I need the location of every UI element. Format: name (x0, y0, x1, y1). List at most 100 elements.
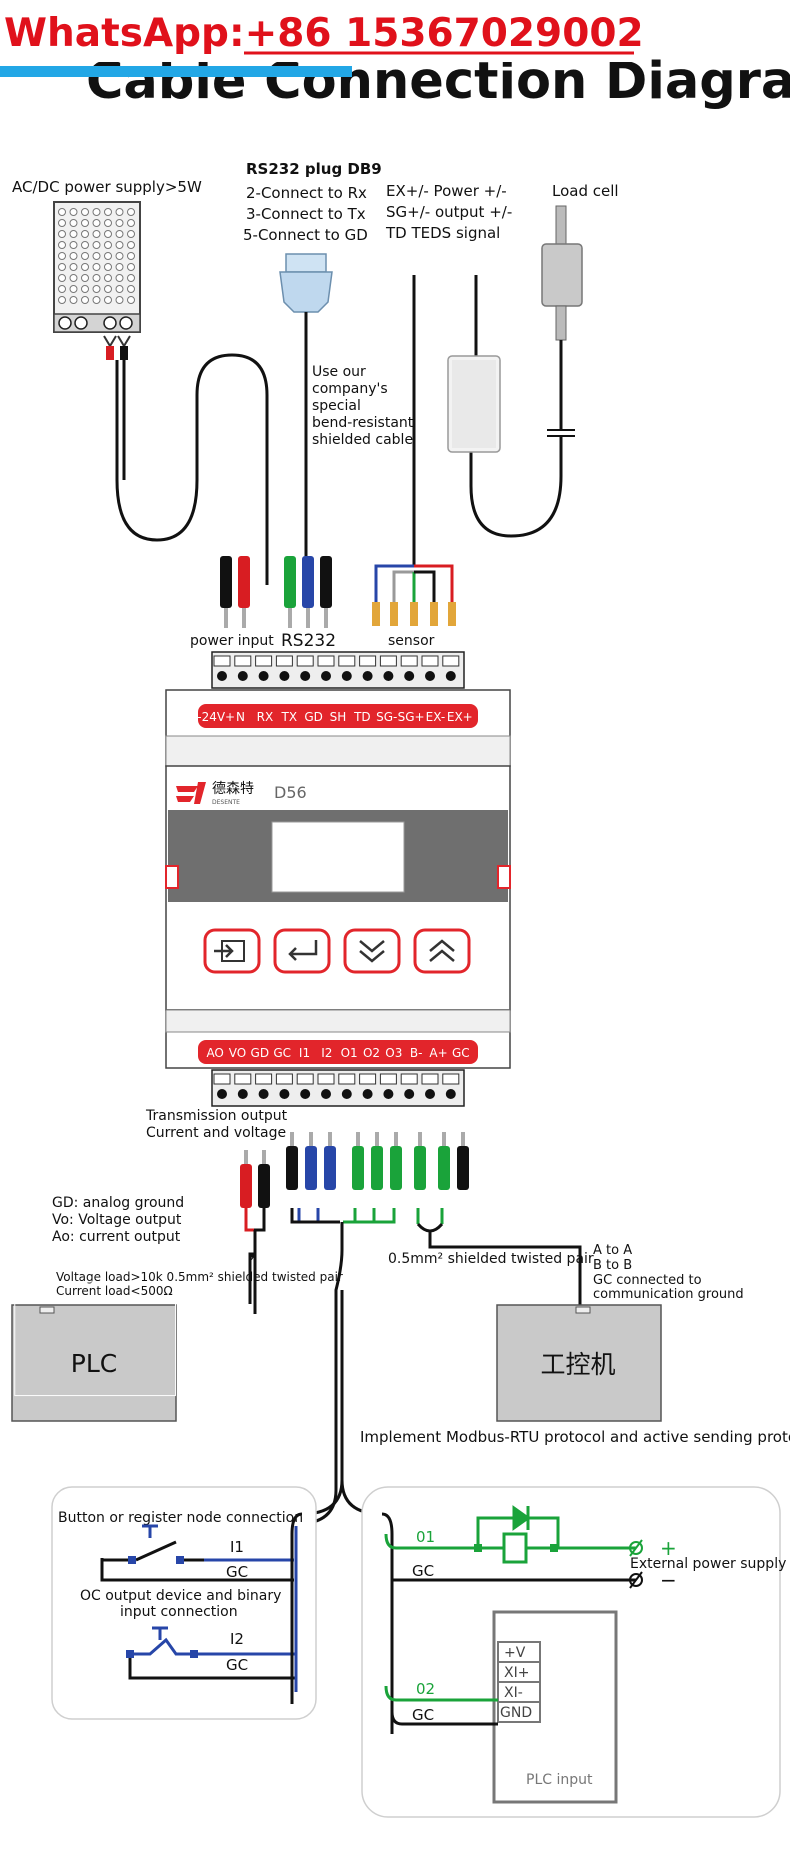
vent-hole (81, 296, 89, 304)
terminal-label: I2 (321, 1046, 332, 1060)
vent-hole (127, 263, 135, 271)
comm-note-b: B to B (593, 1258, 632, 1273)
vent-hole (104, 252, 112, 260)
banana-plug (457, 1146, 469, 1190)
vent-hole (69, 252, 78, 260)
cable-note-line5: shielded cable (312, 432, 413, 448)
vent-hole (92, 208, 101, 216)
terminal-screw (321, 671, 331, 681)
gc-plc-label: GC (412, 1706, 434, 1724)
gc2-label: GC (226, 1656, 248, 1674)
plc-pin-gnd: GND (500, 1705, 532, 1721)
terminal-screw (341, 671, 352, 681)
terminal-screw (341, 1089, 352, 1099)
banana-plug (352, 1146, 364, 1190)
terminal-label: EX- (426, 710, 446, 724)
terminal-slot (442, 655, 460, 667)
brand-logo-icon (176, 782, 206, 804)
digital-input-box (51, 1486, 317, 1720)
banana-plug (324, 1146, 336, 1190)
vent-hole (81, 285, 89, 293)
terminal-label: SH (330, 710, 347, 724)
plug-pin (290, 1132, 294, 1148)
terminal-screw (362, 671, 373, 681)
cable-note-line4: bend-resistant (312, 415, 414, 431)
sensor-signal-line2: SG+/- output +/- (386, 203, 512, 221)
terminal-slot (359, 655, 377, 667)
plus-label: + (660, 1536, 677, 1560)
terminal-slot (442, 1073, 460, 1085)
vent-hole (81, 241, 89, 249)
whatsapp-watermark: WhatsApp:+86 15367029002 (4, 11, 644, 56)
up-key-icon (413, 928, 471, 974)
terminal-label: GD (251, 1046, 270, 1060)
vent-hole (69, 219, 78, 227)
switch-icon (100, 1524, 294, 1582)
plc-analog-cable (249, 1230, 257, 1258)
vent-hole (115, 263, 124, 271)
comm-note-a: A to A (593, 1243, 632, 1258)
power-cable (115, 353, 269, 585)
left-clip (165, 865, 179, 889)
terminal-screw (237, 1089, 248, 1099)
return-key-icon (273, 928, 331, 974)
terminal-label: B- (410, 1046, 423, 1060)
gc-external-label: GC (412, 1562, 434, 1580)
left-bus-cable (290, 1512, 303, 1704)
transmission-line1: Transmission output (145, 1108, 288, 1124)
plc-box: PLC (11, 1281, 177, 1422)
vent-hole (58, 219, 66, 227)
banana-plugs-bottom (240, 1132, 469, 1208)
vent-hole (104, 285, 112, 293)
vent-hole (115, 208, 124, 216)
vent-hole (81, 208, 89, 216)
vent-hole (69, 263, 78, 271)
oc-label-line1: OC output device and binary (80, 1588, 281, 1604)
db9-plug-icon (279, 253, 333, 560)
terminal-screw (237, 671, 248, 681)
io-trunk-cable (301, 1290, 383, 1516)
terminal-label: VO (229, 1046, 246, 1060)
vent-hole (115, 296, 124, 304)
terminal-slot (379, 655, 397, 667)
banana-plug (286, 1146, 298, 1190)
vent-hole (127, 274, 135, 282)
vent-hole (127, 252, 135, 260)
vent-hole (58, 208, 66, 216)
terminal-screw (300, 1089, 311, 1099)
cable-note-line1: Use our (312, 364, 366, 380)
vent-hole (81, 230, 89, 238)
vent-hole (92, 252, 101, 260)
vent-hole (115, 274, 124, 282)
banana-plug (390, 1146, 402, 1190)
sensor-group-label: sensor (388, 633, 435, 649)
sensor-signal-line1: EX+/- Power +/- (386, 182, 507, 200)
vent-hole (69, 296, 78, 304)
rs232-line2: 3-Connect to Tx (246, 205, 366, 223)
i1-label: I1 (230, 1538, 244, 1556)
terminal-screw (404, 1089, 415, 1099)
terminal-label: GC (273, 1046, 291, 1060)
device-model: D56 (274, 783, 307, 802)
terminal-label: O3 (385, 1046, 402, 1060)
terminal-label: SG- (376, 710, 397, 724)
oc-right-node (190, 1650, 198, 1658)
vent-hole (127, 296, 135, 304)
vent-hole (92, 285, 101, 293)
terminal-slot (296, 1073, 314, 1085)
vent-hole (58, 263, 66, 271)
terminal-slot (296, 655, 314, 667)
terminal-label: GC (452, 1046, 470, 1060)
banana-plug (371, 1146, 383, 1190)
power-input-label: power input (190, 633, 274, 649)
switch-left-node (128, 1556, 136, 1564)
vent-hole (81, 274, 89, 282)
vent-hole (92, 241, 101, 249)
banana-plug (414, 1146, 426, 1190)
terminal-screw (445, 1089, 456, 1099)
terminal-slot (317, 655, 335, 667)
vent-hole (127, 285, 135, 293)
power-supply-icon (53, 201, 141, 333)
comm-note-ground: communication ground (593, 1287, 744, 1302)
